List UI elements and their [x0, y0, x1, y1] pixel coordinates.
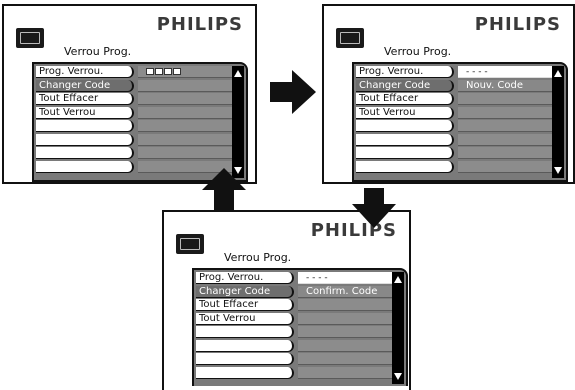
- scroll-down-icon[interactable]: [394, 373, 402, 380]
- right-row: [138, 160, 238, 173]
- menu-title: Verrou Prog.: [224, 251, 292, 264]
- code-box: [146, 68, 154, 75]
- confirm-code-prompt: Confirm. Code: [298, 285, 398, 298]
- menu-item-empty[interactable]: [36, 120, 134, 132]
- tv-icon: [16, 28, 44, 48]
- code-boxes: [146, 68, 181, 75]
- right-row: [458, 147, 558, 159]
- menu-item-empty[interactable]: [356, 147, 454, 159]
- right-row: [298, 326, 398, 338]
- code-entry-row[interactable]: [138, 66, 238, 78]
- menu-item-empty[interactable]: [356, 160, 454, 173]
- menu-item-empty[interactable]: [356, 120, 454, 132]
- right-row: [138, 93, 238, 105]
- scroll-up-icon[interactable]: [554, 70, 562, 77]
- menu-right-column: - - - - Confirm. Code: [298, 272, 398, 380]
- menu-item-empty[interactable]: [36, 147, 134, 159]
- menu-item-tout-effacer[interactable]: Tout Effacer: [356, 93, 454, 105]
- brand-logo: PHILIPS: [156, 14, 243, 35]
- right-row: [458, 120, 558, 132]
- menu-item-prog-verrou[interactable]: Prog. Verrou.: [36, 66, 134, 78]
- menu-item-empty[interactable]: [196, 326, 294, 338]
- menu-left-column: Prog. Verrou. Changer Code Tout Effacer …: [36, 66, 134, 174]
- code-dashes: - - - -: [306, 273, 328, 283]
- menu-item-prog-verrou[interactable]: Prog. Verrou.: [356, 66, 454, 78]
- menu-item-tout-effacer[interactable]: Tout Effacer: [36, 93, 134, 105]
- menu-right-column: [138, 66, 238, 174]
- menu-item-tout-verrou[interactable]: Tout Verrou: [196, 312, 294, 325]
- menu-item-empty[interactable]: [196, 353, 294, 365]
- right-row: [298, 312, 398, 325]
- menu-item-empty[interactable]: [196, 339, 294, 352]
- scrollbar[interactable]: [392, 272, 404, 384]
- arrow-down-icon: [352, 188, 396, 228]
- right-row: [298, 339, 398, 352]
- tv-icon: [176, 234, 204, 254]
- scroll-down-icon[interactable]: [234, 167, 242, 174]
- scrollbar[interactable]: [552, 66, 564, 178]
- arrow-up-icon: [202, 168, 246, 210]
- tv-screen-1: PHILIPS Verrou Prog. Prog. Verrou. Chang…: [2, 4, 257, 184]
- tv-icon: [336, 28, 364, 48]
- tv-screen-3: PHILIPS Verrou Prog. Prog. Verrou. Chang…: [162, 210, 411, 390]
- right-row: [138, 147, 238, 159]
- scrollbar[interactable]: [232, 66, 244, 178]
- scroll-up-icon[interactable]: [234, 70, 242, 77]
- right-row: [458, 106, 558, 119]
- code-box: [164, 68, 172, 75]
- code-box: [155, 68, 163, 75]
- new-code-prompt: Nouv. Code: [458, 79, 558, 92]
- menu-item-changer-code[interactable]: Changer Code: [36, 79, 134, 92]
- menu-item-tout-effacer[interactable]: Tout Effacer: [196, 299, 294, 311]
- right-row: [138, 133, 238, 146]
- arrow-right-icon: [270, 70, 316, 114]
- menu-item-changer-code[interactable]: Changer Code: [196, 285, 294, 298]
- menu-panel: Prog. Verrou. Changer Code Tout Effacer …: [192, 268, 408, 386]
- right-row: [298, 353, 398, 365]
- menu-panel: Prog. Verrou. Changer Code Tout Effacer …: [352, 62, 568, 182]
- menu-item-tout-verrou[interactable]: Tout Verrou: [36, 106, 134, 119]
- menu-item-empty[interactable]: [356, 133, 454, 146]
- code-box: [173, 68, 181, 75]
- tv-screen-2: PHILIPS Verrou Prog. Prog. Verrou. Chang…: [322, 4, 575, 184]
- right-row: [138, 106, 238, 119]
- menu-item-prog-verrou[interactable]: Prog. Verrou.: [196, 272, 294, 284]
- scroll-up-icon[interactable]: [394, 276, 402, 283]
- menu-left-column: Prog. Verrou. Changer Code Tout Effacer …: [196, 272, 294, 380]
- code-dashes: - - - -: [466, 67, 488, 77]
- right-row: [458, 133, 558, 146]
- brand-logo: PHILIPS: [474, 14, 561, 35]
- code-entry-row[interactable]: - - - -: [298, 272, 398, 284]
- right-row: [298, 366, 398, 379]
- right-row: [458, 160, 558, 173]
- scroll-down-icon[interactable]: [554, 167, 562, 174]
- menu-item-tout-verrou[interactable]: Tout Verrou: [356, 106, 454, 119]
- menu-item-empty[interactable]: [36, 160, 134, 173]
- menu-panel: Prog. Verrou. Changer Code Tout Effacer …: [32, 62, 248, 182]
- right-row: [138, 79, 238, 92]
- right-row: [138, 120, 238, 132]
- code-entry-row[interactable]: - - - -: [458, 66, 558, 78]
- right-row: [458, 93, 558, 105]
- menu-title: Verrou Prog.: [64, 45, 132, 58]
- menu-item-empty[interactable]: [36, 133, 134, 146]
- menu-right-column: - - - - Nouv. Code: [458, 66, 558, 174]
- menu-item-changer-code[interactable]: Changer Code: [356, 79, 454, 92]
- menu-title: Verrou Prog.: [384, 45, 452, 58]
- right-row: [298, 299, 398, 311]
- menu-item-empty[interactable]: [196, 366, 294, 379]
- menu-left-column: Prog. Verrou. Changer Code Tout Effacer …: [356, 66, 454, 174]
